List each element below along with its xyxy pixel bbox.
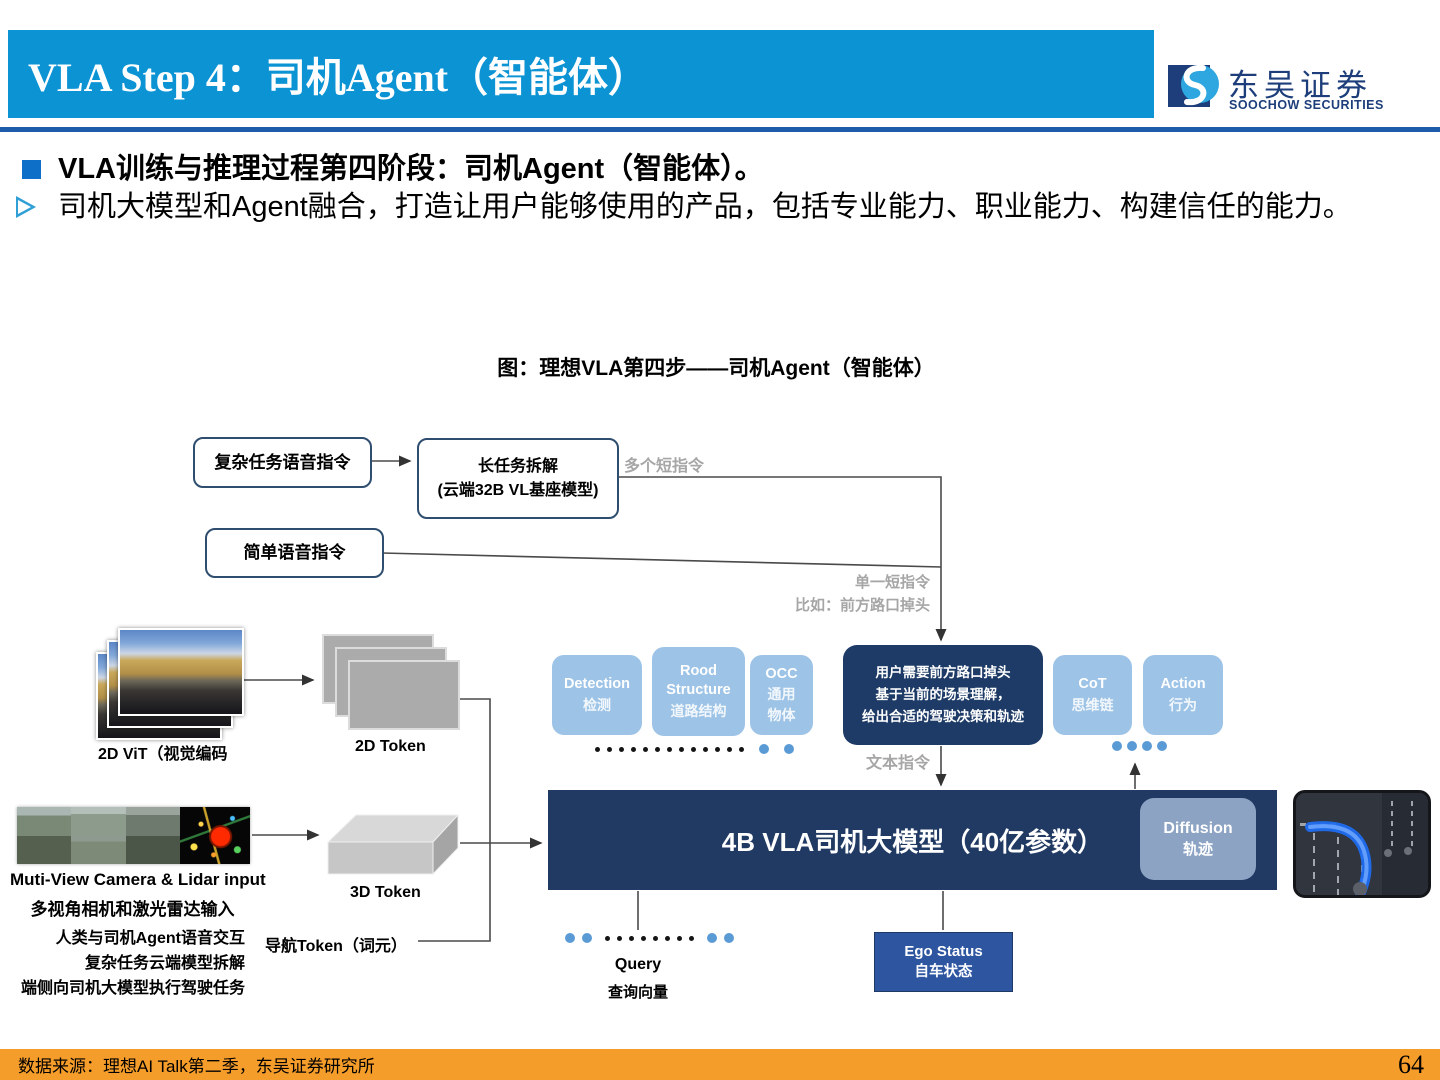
label-single-command-example: 比如：前方路口掉头 (794, 597, 930, 614)
label-multiview-cn: 多视角相机和激光雷达输入 (30, 900, 235, 919)
soochow-logo-icon (1168, 64, 1219, 107)
camera-photo-front (118, 628, 244, 716)
node-diffusion: Diffusion 轨迹 (1140, 798, 1256, 880)
label-nav-token: 导航Token（词元） (265, 938, 407, 955)
query-dots-row (565, 933, 734, 943)
note-voice-interaction: 人类与司机Agent语音交互 (55, 930, 245, 947)
node-road-structure: Rood Structure 道路结构 (652, 647, 745, 736)
lidar-pointcloud (180, 807, 250, 864)
label-multiview-en: Muti-View Camera & Lidar input (10, 870, 266, 889)
node-action: Action 行为 (1143, 655, 1223, 735)
square-bullet-icon (22, 160, 41, 179)
label-single-short-command: 单一短指令 (854, 574, 930, 591)
soochow-logo-en: SOOCHOW SECURITIES (1229, 98, 1384, 112)
header-divider (0, 127, 1440, 132)
node-cot: CoT 思维链 (1053, 655, 1132, 735)
output-dots-row (1112, 741, 1167, 751)
note-device-driving: 端侧向司机大模型执行驾驶任务 (20, 980, 245, 997)
node-detection: Detection 检测 (552, 655, 642, 735)
trajectory-render-image (1293, 790, 1431, 898)
arrow-bullet-icon (16, 196, 36, 218)
token2d-front (348, 660, 460, 730)
label-text-command: 文本指令 (865, 755, 930, 772)
token-dots-row (595, 744, 794, 754)
page-number: 64 (1398, 1049, 1424, 1079)
label-multiple-short-commands: 多个短指令 (624, 458, 705, 475)
bullet-paragraph: 司机大模型和Agent融合，打造让用户能够使用的产品，包括专业能力、职业能力、构… (58, 191, 1352, 223)
node-complex-voice-command: 复杂任务语音指令 (193, 437, 372, 488)
figure-title: 图：理想VLA第四步——司机Agent（智能体） (497, 357, 935, 380)
node-occ: OCC 通用 物体 (750, 655, 813, 735)
multiview-lidar-image (17, 807, 250, 864)
note-cloud-decompose: 复杂任务云端模型拆解 (84, 955, 245, 972)
page-title: VLA Step 4：司机Agent（智能体） (28, 55, 649, 100)
label-3d-token: 3D Token (350, 884, 421, 901)
label-2d-vit: 2D ViT（视觉编码 (98, 746, 228, 763)
soochow-logo-cn: 东吴证券 (1228, 68, 1372, 103)
data-source: 数据来源：理想AI Talk第二季，东吴证券研究所 (18, 1057, 375, 1076)
bullet-heading: VLA训练与推理过程第四阶段：司机Agent（智能体）。 (58, 153, 764, 185)
node-simple-voice-command: 简单语音指令 (205, 528, 384, 578)
node-ego-status: Ego Status 自车状态 (874, 932, 1013, 992)
camera-grid (17, 807, 180, 864)
header-bar: VLA Step 4：司机Agent（智能体） (8, 30, 1154, 118)
label-2d-token: 2D Token (355, 738, 426, 755)
label-query-cn: 查询向量 (607, 984, 668, 1001)
node-scene-decision: 用户需要前方路口掉头 基于当前的场景理解， 给出合适的驾驶决策和轨迹 (843, 645, 1043, 745)
footer-bar: 数据来源：理想AI Talk第二季，东吴证券研究所 64 (0, 1049, 1440, 1080)
label-query-en: Query (614, 956, 662, 973)
node-long-task-decompose: 长任务拆解 (云端32B VL基座模型) (417, 438, 619, 519)
token3d-shape (326, 813, 460, 876)
